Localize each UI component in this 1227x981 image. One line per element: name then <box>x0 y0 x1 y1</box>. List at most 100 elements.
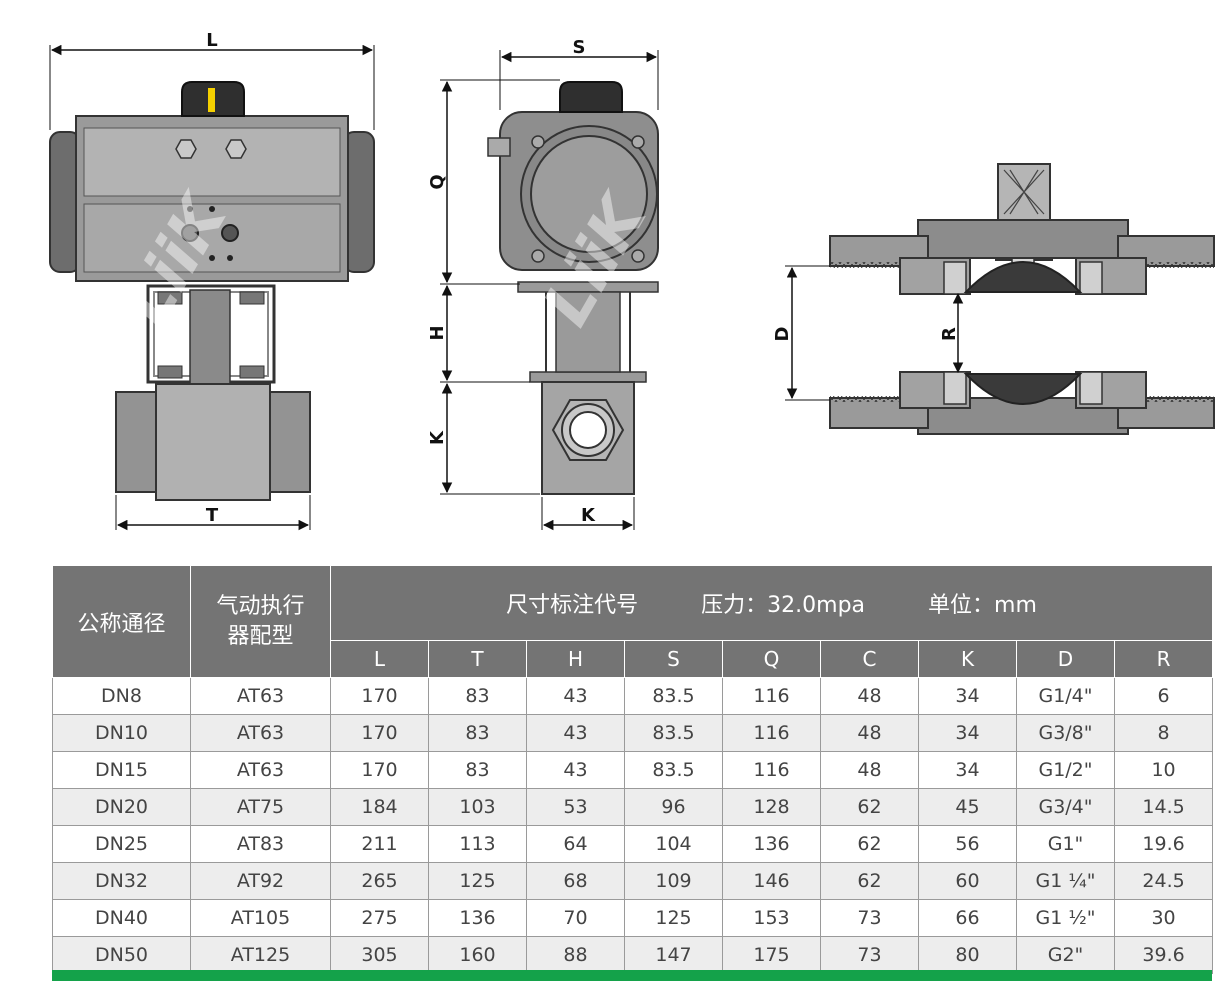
table-cell: 116 <box>722 714 821 752</box>
dim-label-Q: Q <box>427 174 448 189</box>
table-cell: G1 ¼" <box>1016 862 1115 900</box>
table-cell: 62 <box>820 825 919 863</box>
dim-label-K-horizontal: K <box>581 505 596 526</box>
table-cell: 116 <box>722 677 821 715</box>
footer-bar <box>52 970 1212 981</box>
table-cell: 80 <box>918 936 1017 974</box>
column-header-D: D <box>1016 640 1115 678</box>
header-actuator: 气动执行器配型 <box>190 565 331 678</box>
table-cell: 45 <box>918 788 1017 826</box>
column-header-T: T <box>428 640 527 678</box>
table-cell: 73 <box>820 899 919 937</box>
column-header-C: C <box>820 640 919 678</box>
table-cell: 48 <box>820 714 919 752</box>
table-cell: 160 <box>428 936 527 974</box>
table-cell: 275 <box>330 899 429 937</box>
table-cell: G1/4" <box>1016 677 1115 715</box>
table-cell: 83.5 <box>624 714 723 752</box>
table-cell: 6 <box>1113 677 1214 715</box>
table-cell: G1 ½" <box>1016 899 1115 937</box>
table-cell: 66 <box>918 899 1017 937</box>
table-cell: 19.6 <box>1113 825 1214 863</box>
table-cell: DN8 <box>52 677 191 715</box>
table-cell: 68 <box>526 862 625 900</box>
column-header-Q: Q <box>722 640 821 678</box>
table-cell: 211 <box>330 825 429 863</box>
table-cell: 170 <box>330 677 429 715</box>
table-cell: 34 <box>918 677 1017 715</box>
table-cell: 24.5 <box>1113 862 1214 900</box>
table-cell: G1/2" <box>1016 751 1115 789</box>
column-header-K: K <box>918 640 1017 678</box>
table-cell: AT63 <box>190 751 331 789</box>
table-cell: 170 <box>330 751 429 789</box>
header-pressure: 压力：32.0mpa <box>701 593 866 618</box>
table-cell: 125 <box>428 862 527 900</box>
table-cell: AT83 <box>190 825 331 863</box>
table-cell: 136 <box>428 899 527 937</box>
table-cell: G2" <box>1016 936 1115 974</box>
table-cell: 125 <box>624 899 723 937</box>
table-cell: DN10 <box>52 714 191 752</box>
table-cell: 128 <box>722 788 821 826</box>
dim-label-H: H <box>427 325 448 340</box>
table-cell: 265 <box>330 862 429 900</box>
table-cell: 43 <box>526 714 625 752</box>
front-view: L T <box>49 30 375 531</box>
table-cell: 175 <box>722 936 821 974</box>
table-cell: 116 <box>722 751 821 789</box>
column-header-R: R <box>1113 640 1214 678</box>
table-cell: 34 <box>918 714 1017 752</box>
table-cell: G3/4" <box>1016 788 1115 826</box>
table-cell: 83 <box>428 677 527 715</box>
dim-label-S: S <box>573 37 586 58</box>
table-cell: DN15 <box>52 751 191 789</box>
table-cell: 83 <box>428 714 527 752</box>
table-cell: 48 <box>820 751 919 789</box>
table-cell: AT125 <box>190 936 331 974</box>
table-cell: 184 <box>330 788 429 826</box>
header-unit: 单位：mm <box>928 593 1037 618</box>
table-cell: 147 <box>624 936 723 974</box>
table-cell: 14.5 <box>1113 788 1214 826</box>
table-cell: 113 <box>428 825 527 863</box>
column-header-S: S <box>624 640 723 678</box>
table-cell: G1" <box>1016 825 1115 863</box>
table-cell: 62 <box>820 788 919 826</box>
table-cell: 83.5 <box>624 751 723 789</box>
table-cell: 34 <box>918 751 1017 789</box>
dim-label-K-vertical: K <box>427 430 448 445</box>
table-cell: 8 <box>1113 714 1214 752</box>
section-view: D R <box>772 163 1215 435</box>
table-cell: 73 <box>820 936 919 974</box>
table-cell: 53 <box>526 788 625 826</box>
table-cell: 39.6 <box>1113 936 1214 974</box>
table-cell: AT92 <box>190 862 331 900</box>
table-cell: 146 <box>722 862 821 900</box>
table-cell: 10 <box>1113 751 1214 789</box>
table-cell: 88 <box>526 936 625 974</box>
table-cell: G3/8" <box>1016 714 1115 752</box>
table-cell: 62 <box>820 862 919 900</box>
table-cell: 83.5 <box>624 677 723 715</box>
table-cell: DN50 <box>52 936 191 974</box>
table-cell: 64 <box>526 825 625 863</box>
table-cell: DN40 <box>52 899 191 937</box>
table-cell: 96 <box>624 788 723 826</box>
table-cell: 153 <box>722 899 821 937</box>
table-cell: DN20 <box>52 788 191 826</box>
header-dimensions: 尺寸标注代号 压力：32.0mpa 单位：mm <box>329 565 1214 641</box>
table-cell: AT75 <box>190 788 331 826</box>
table-cell: 83 <box>428 751 527 789</box>
table-cell: DN32 <box>52 862 191 900</box>
table-cell: 170 <box>330 714 429 752</box>
column-header-L: L <box>330 640 429 678</box>
